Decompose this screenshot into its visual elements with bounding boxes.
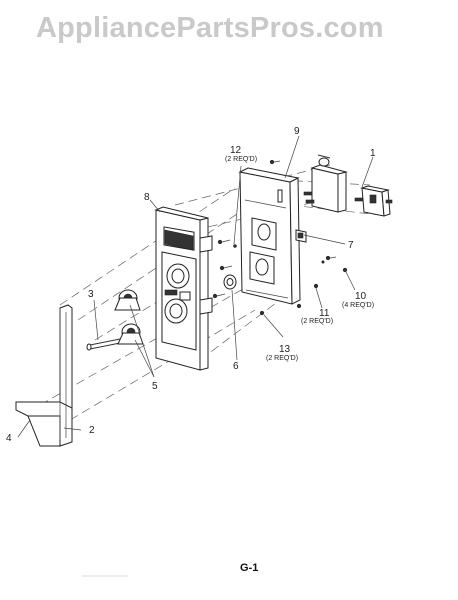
callout-7: 7 [348,240,354,251]
callout-5: 5 [152,381,158,392]
part-1-switch [354,185,393,217]
part-2-trim-strip [15,304,73,447]
leader-lines [17,135,374,438]
callout-9: 9 [294,126,300,137]
callout-13: 13 [279,344,291,355]
callout-10-qty: (4 REQ'D) [342,302,374,309]
part-5-knob-lower [117,323,144,345]
part-8-control-panel [154,206,213,371]
callout-11: 11 [319,308,330,319]
callout-6: 6 [233,361,239,372]
part-9-mounting-plate [238,167,301,305]
callout-11-qty: (2 REQ'D) [301,318,333,325]
part-7-clip [295,229,307,243]
callout-13-qty: (2 REQ'D) [266,355,298,362]
callout-10: 10 [355,291,367,302]
timer-motor-block [303,154,348,213]
callout-2: 2 [89,425,95,436]
callout-8: 8 [144,192,150,203]
callout-3: 3 [88,289,94,300]
callout-4: 4 [6,433,12,444]
callout-1: 1 [370,148,376,159]
part-6-grommet [223,274,237,290]
part-5-knob-upper [114,289,141,311]
watermark-text: AppliancePartsPros.com [36,12,384,44]
callout-12-qty: (2 REQ'D) [225,156,257,163]
page-id: G-1 [240,562,258,574]
callout-12: 12 [230,145,242,156]
